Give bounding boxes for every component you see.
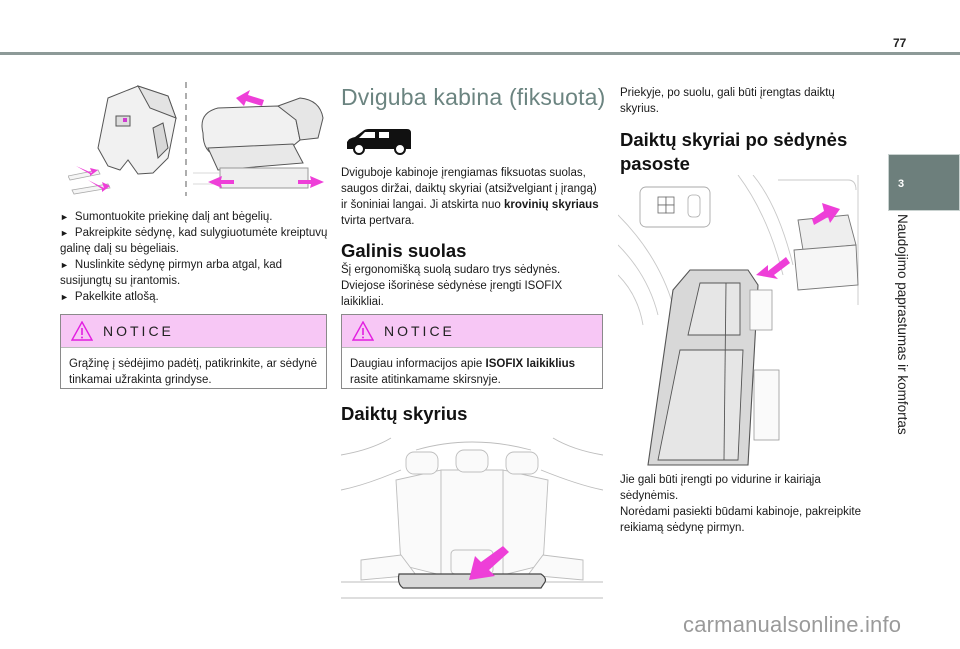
rear-bench-heading: Galinis suolas <box>341 240 467 261</box>
step-4: ►Pakelkite atlošą. <box>60 291 159 303</box>
page-number: 77 <box>893 36 907 50</box>
notice-header: NOTICE <box>61 315 326 348</box>
rear-bench-text: Šį ergonomišką suolą sudaro trys sėdynės… <box>341 264 563 308</box>
chapter-tab[interactable]: 3 <box>888 154 960 211</box>
section-title: Dviguba kabina (fiksuota) <box>341 84 606 110</box>
column-1-steps: ►Sumontuokite priekinę dalį ant bėgelių.… <box>60 209 328 305</box>
seat-rail-mounting-illustration <box>68 82 324 196</box>
column3-intro: Priekyje, po suolu, gali būti įrengtas d… <box>620 87 835 115</box>
chapter-number: 3 <box>898 178 905 190</box>
under-seat-storage-heading: Daiktų skyriai po sėdynės pasoste <box>620 129 848 174</box>
rear-bench-storage-illustration <box>341 437 603 599</box>
chapter-title-vertical: Naudojimo paprastumas ir komfortas <box>895 214 910 435</box>
column3-text-2: Norėdami pasiekti būdami kabinoje, pakre… <box>620 506 861 534</box>
bullet-arrow-icon: ► <box>60 212 69 222</box>
watermark: carmanualsonline.info <box>683 612 902 637</box>
van-double-cab-icon <box>347 129 411 155</box>
double-cab-intro: Dviguboje kabinoje įrengiamas fiksuotas … <box>341 167 599 227</box>
storage-heading: Daiktų skyrius <box>341 403 468 424</box>
step-2: ►Pakreipkite sėdynę, kad sulygiuotumėte … <box>60 227 328 255</box>
step-1: ►Sumontuokite priekinę dalį ant bėgelių. <box>60 211 273 223</box>
bullet-arrow-icon: ► <box>60 228 69 238</box>
notice-title: NOTICE <box>103 323 174 339</box>
notice-box-1: NOTICE Grąžinę į sėdėjimo padėtį, patikr… <box>60 314 327 389</box>
warning-triangle-icon <box>352 321 374 341</box>
warning-triangle-icon <box>71 321 93 341</box>
notice-title: NOTICE <box>384 323 455 339</box>
header-rule <box>0 52 960 55</box>
under-seat-storage-illustration <box>618 175 859 466</box>
notice-text: Grąžinę į sėdėjimo padėtį, patikrinkite,… <box>69 358 318 386</box>
notice-text: Daugiau informacijos apie ISOFIX laikikl… <box>350 358 576 386</box>
step-3: ►Nuslinkite sėdynę pirmyn arba atgal, ka… <box>60 259 283 287</box>
notice-header: NOTICE <box>342 315 602 348</box>
notice-box-2: NOTICE Daugiau informacijos apie ISOFIX … <box>341 314 603 389</box>
bullet-arrow-icon: ► <box>60 260 69 270</box>
bullet-arrow-icon: ► <box>60 292 69 302</box>
column3-text-1: Jie gali būti įrengti po vidurine ir kai… <box>620 474 821 502</box>
